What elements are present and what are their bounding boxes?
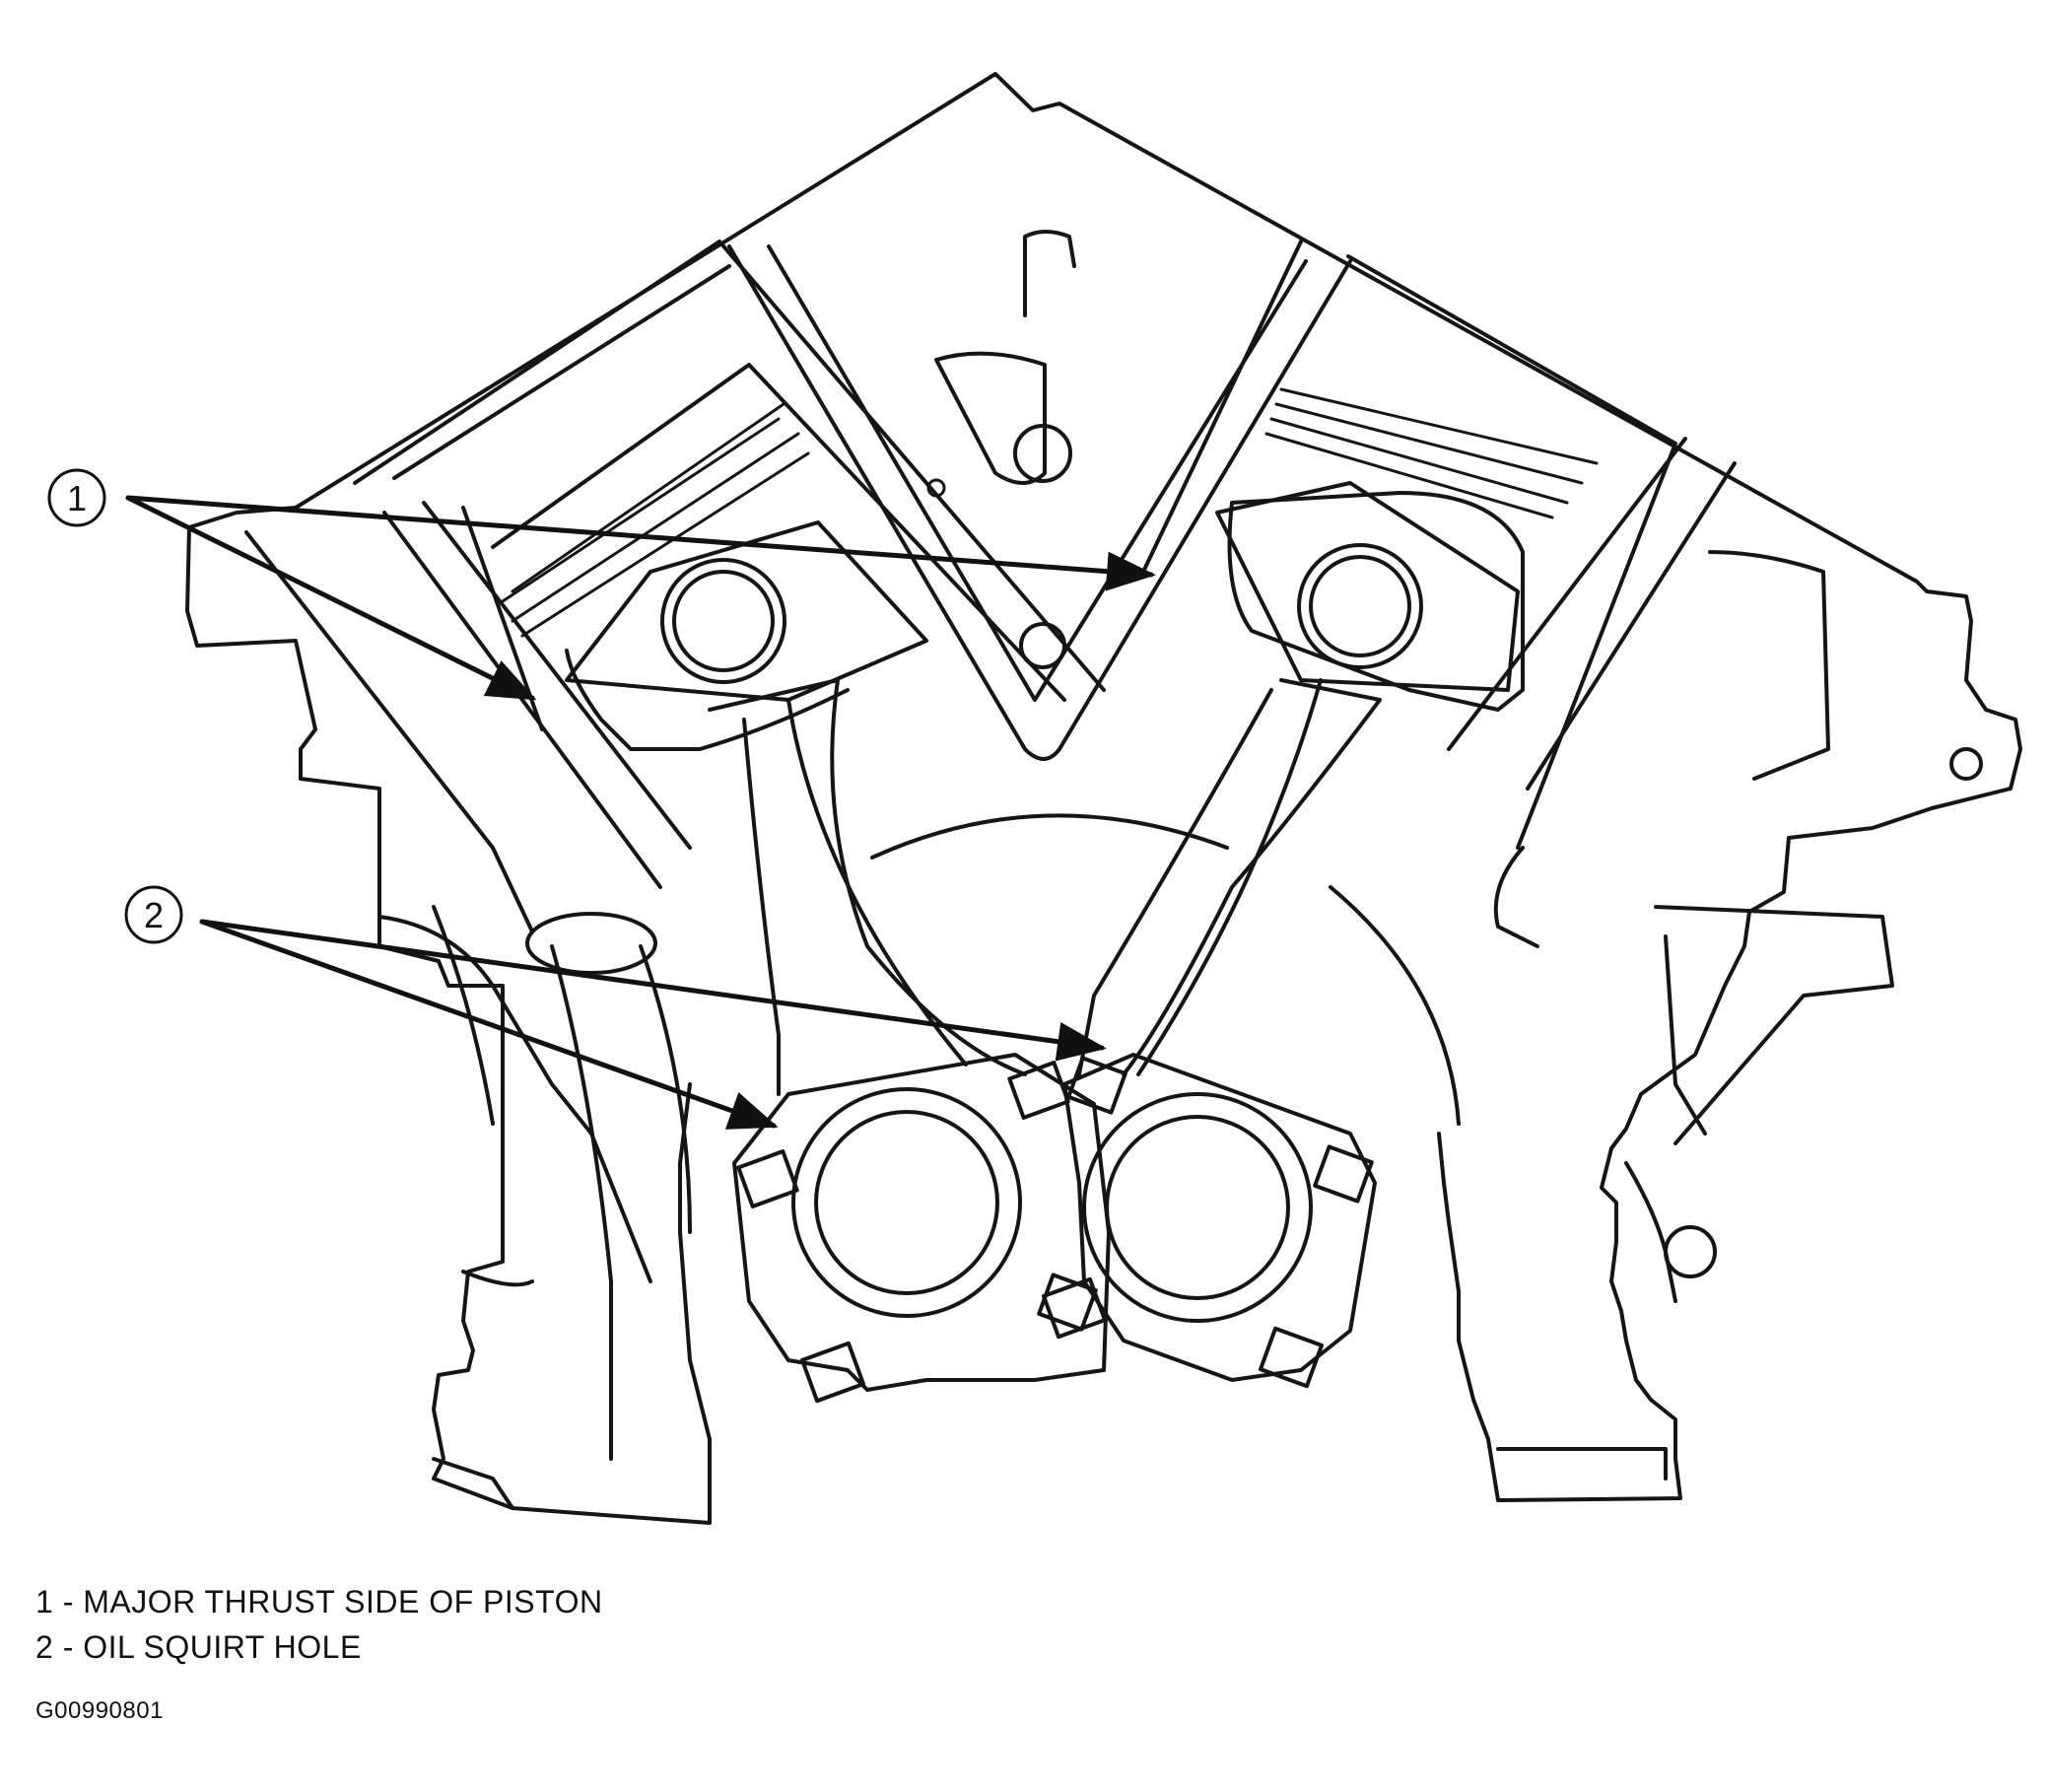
left-block-details [377, 905, 692, 1510]
figure-id: G00990801 [35, 1697, 164, 1724]
callout-1-arrows [125, 495, 1156, 701]
left-cylinder-bank [244, 240, 1106, 933]
callout-2-number: 2 [144, 895, 164, 935]
callout-2: 2 [124, 885, 183, 944]
legend-item-1: 1 - MAJOR THRUST SIDE OF PISTON [35, 1584, 603, 1620]
callout-1: 1 [47, 468, 106, 527]
center-v-valley [727, 230, 1352, 761]
left-connecting-rod [708, 678, 1027, 1096]
right-block-details [1493, 550, 1983, 1481]
right-big-end-bearing [1037, 1053, 1377, 1389]
legend-item-2: 2 - OIL SQUIRT HOLE [35, 1629, 362, 1665]
left-big-end-bearing [732, 1053, 1111, 1404]
engine-block-outline [185, 72, 2022, 1525]
crankshaft-arc [870, 813, 1461, 1126]
callout-2-arrows [199, 919, 1107, 1130]
right-connecting-rod [1077, 678, 1382, 1076]
legend: 1 - MAJOR THRUST SIDE OF PISTON 2 - OIL … [35, 1579, 603, 1670]
callout-1-number: 1 [67, 478, 87, 518]
right-cylinder-bank [1141, 240, 1737, 850]
left-piston [565, 520, 928, 702]
right-piston [1215, 481, 1520, 692]
